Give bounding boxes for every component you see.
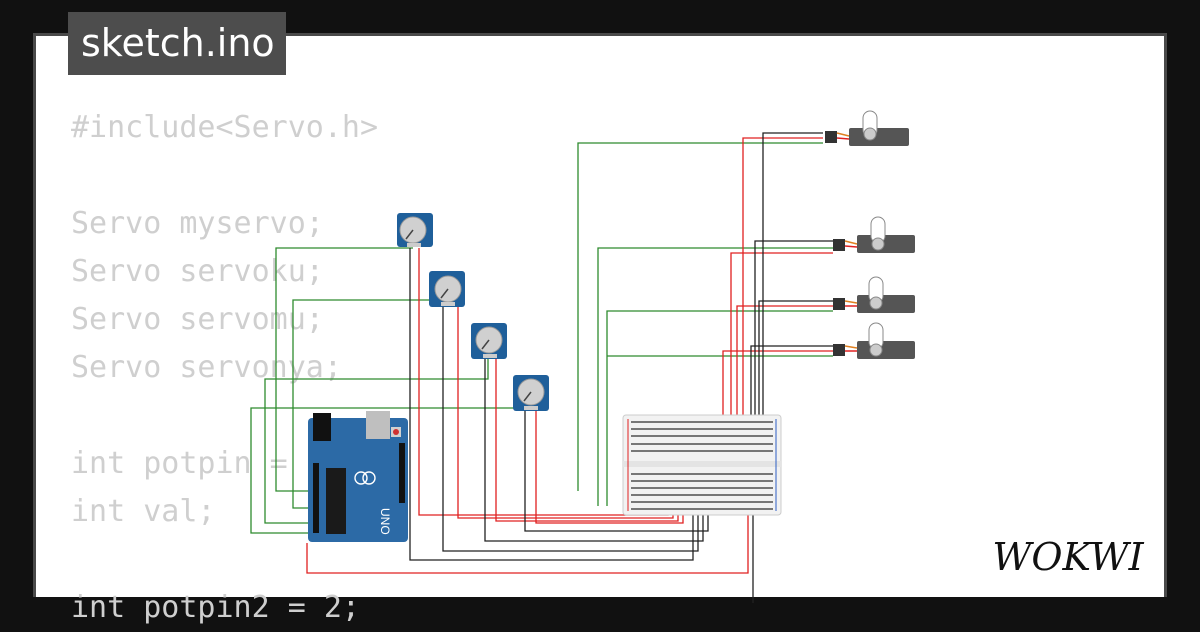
servo-motor[interactable] [833,322,915,359]
potentiometer[interactable] [513,375,549,411]
code-line: Servo servonya; [71,350,342,385]
code-line: Servo myservo; [71,206,324,241]
board-label: UNO [378,508,392,535]
servo-motor[interactable] [833,216,915,253]
diagram-canvas[interactable]: #include<Servo.h> Servo myservo; Servo ser… [33,33,1167,625]
code-preview: #include<Servo.h> Servo myservo; Servo ser… [71,104,378,632]
code-line: int val; [71,494,216,529]
servo-motor[interactable] [825,110,909,146]
potentiometer[interactable] [397,213,433,247]
code-line: Servo servomu; [71,302,324,337]
breadboard[interactable] [622,414,782,516]
code-line: int potpin = [71,446,306,481]
wokwi-logo: WOKWI [992,535,1144,579]
black-wires [409,132,833,603]
wokwi-logo-text: WOKWI [992,535,1144,579]
servo-motor[interactable] [833,276,915,313]
arduino-uno[interactable]: UNO [308,411,408,542]
circuit-diagram: UNO [250,110,915,603]
code-line: Servo servoku; [71,254,324,289]
potentiometer[interactable] [429,271,465,307]
file-tab[interactable]: sketch.ino [68,12,286,75]
code-line: #include<Servo.h> [71,110,379,145]
potentiometer[interactable] [471,323,507,359]
code-line: int potpin2 = 2; [71,590,360,625]
